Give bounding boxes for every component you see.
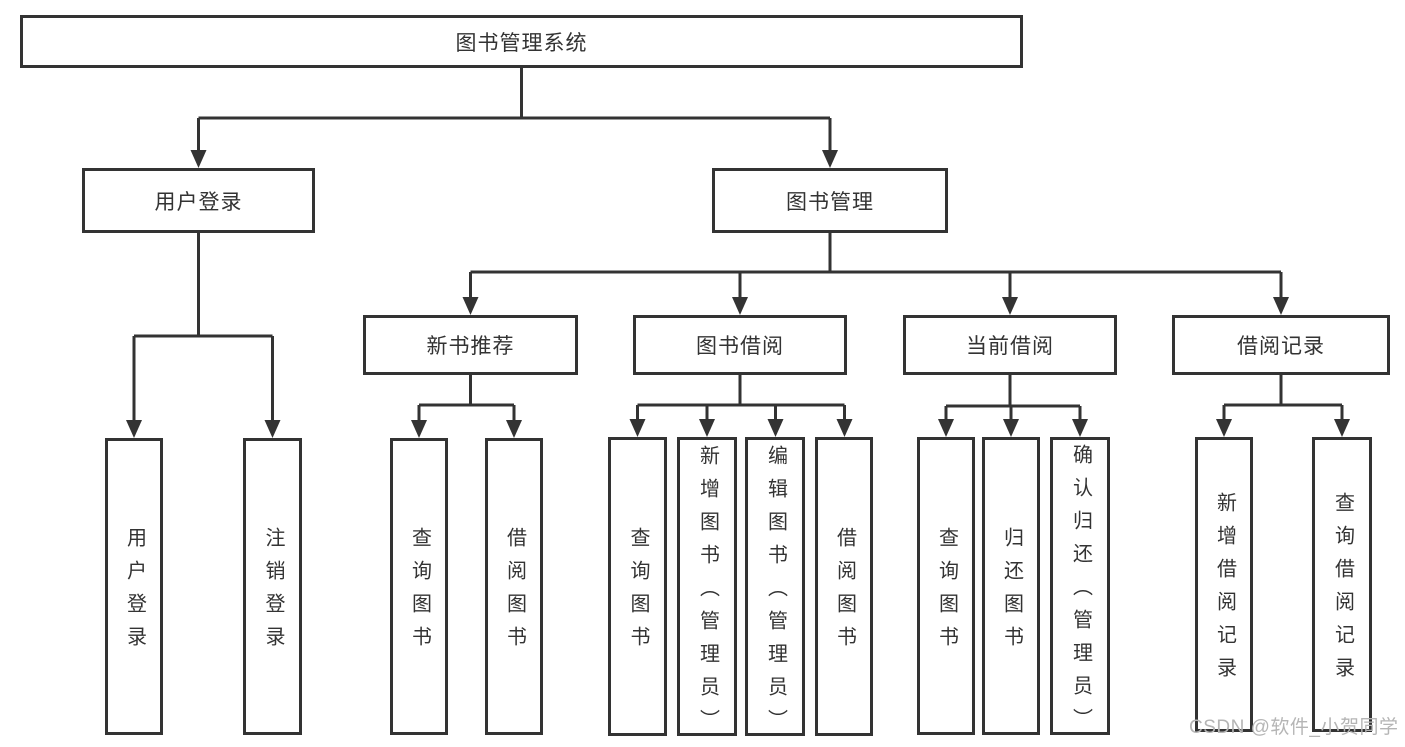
leaf-bb-edit-books-admin: 编辑图书（管理员）: [745, 437, 805, 742]
leaf-nbr-query-books-label: 查询图书: [408, 527, 431, 659]
connector-currentborrow-to-leaves: [944, 375, 1082, 421]
node-book-borrow: 图书借阅: [633, 315, 847, 375]
leaf-bb-query-books: 查询图书: [608, 437, 667, 736]
leaf-br-add-record-label: 新增借阅记录: [1213, 492, 1236, 690]
leaf-user-login-label: 用户登录: [123, 527, 146, 659]
leaf-cb-confirm-return-admin-label: 确认归还（管理员）: [1069, 444, 1092, 741]
leaf-logout: 注销登录: [243, 438, 302, 735]
leaf-cb-return-books-label: 归还图书: [1000, 526, 1023, 659]
leaf-br-query-record-label: 查询借阅记录: [1331, 492, 1354, 690]
leaf-br-add-record: 新增借阅记录: [1195, 437, 1253, 732]
leaf-nbr-borrow-books: 借阅图书: [485, 438, 543, 735]
node-current-borrow-label: 当前借阅: [966, 335, 1054, 358]
leaf-bb-edit-books-admin-label: 编辑图书（管理员）: [764, 444, 787, 742]
node-borrow-record-label: 借阅记录: [1237, 335, 1325, 358]
arrowheads: [126, 150, 1350, 438]
leaf-br-query-record: 查询借阅记录: [1312, 437, 1372, 732]
node-user-login: 用户登录: [82, 168, 315, 233]
connector-userlogin-to-leaves: [132, 233, 274, 422]
node-book-management: 图书管理: [712, 168, 948, 233]
leaf-bb-borrow-books-label: 借阅图书: [833, 527, 856, 659]
connector-bookborrow-to-leaves: [636, 375, 846, 421]
node-new-book-recommend-label: 新书推荐: [426, 335, 515, 358]
node-root: 图书管理系统: [20, 15, 1023, 68]
node-user-login-label: 用户登录: [154, 190, 243, 214]
node-book-management-label: 图书管理: [786, 190, 874, 214]
connector-bookmgmt-to-level3: [469, 233, 1283, 299]
csdn-watermark: CSDN @软件_小贺同学: [1189, 717, 1399, 738]
connector-newbookrec-to-leaves: [417, 375, 516, 422]
leaf-bb-add-books-admin: 新增图书（管理员）: [677, 437, 737, 742]
leaf-logout-label: 注销登录: [262, 527, 284, 659]
node-root-label: 图书管理系统: [455, 31, 588, 55]
leaf-user-login: 用户登录: [105, 438, 163, 735]
leaf-cb-query-books: 查询图书: [917, 437, 975, 735]
connector-root-to-level2: [197, 68, 832, 152]
leaf-bb-borrow-books: 借阅图书: [815, 437, 873, 736]
leaf-bb-query-books-label: 查询图书: [627, 527, 649, 659]
leaf-bb-add-books-admin-label: 新增图书（管理员）: [696, 444, 719, 742]
leaf-cb-return-books: 归还图书: [982, 437, 1040, 735]
node-borrow-record: 借阅记录: [1172, 315, 1390, 375]
node-new-book-recommend: 新书推荐: [363, 315, 578, 375]
node-book-borrow-label: 图书借阅: [696, 335, 784, 358]
connector-borrowrecord-to-leaves: [1222, 375, 1344, 421]
leaf-cb-query-books-label: 查询图书: [935, 526, 958, 659]
leaf-nbr-borrow-books-label: 借阅图书: [503, 527, 526, 659]
node-current-borrow: 当前借阅: [903, 315, 1117, 375]
leaf-nbr-query-books: 查询图书: [390, 438, 448, 735]
leaf-cb-confirm-return-admin: 确认归还（管理员）: [1050, 437, 1110, 741]
